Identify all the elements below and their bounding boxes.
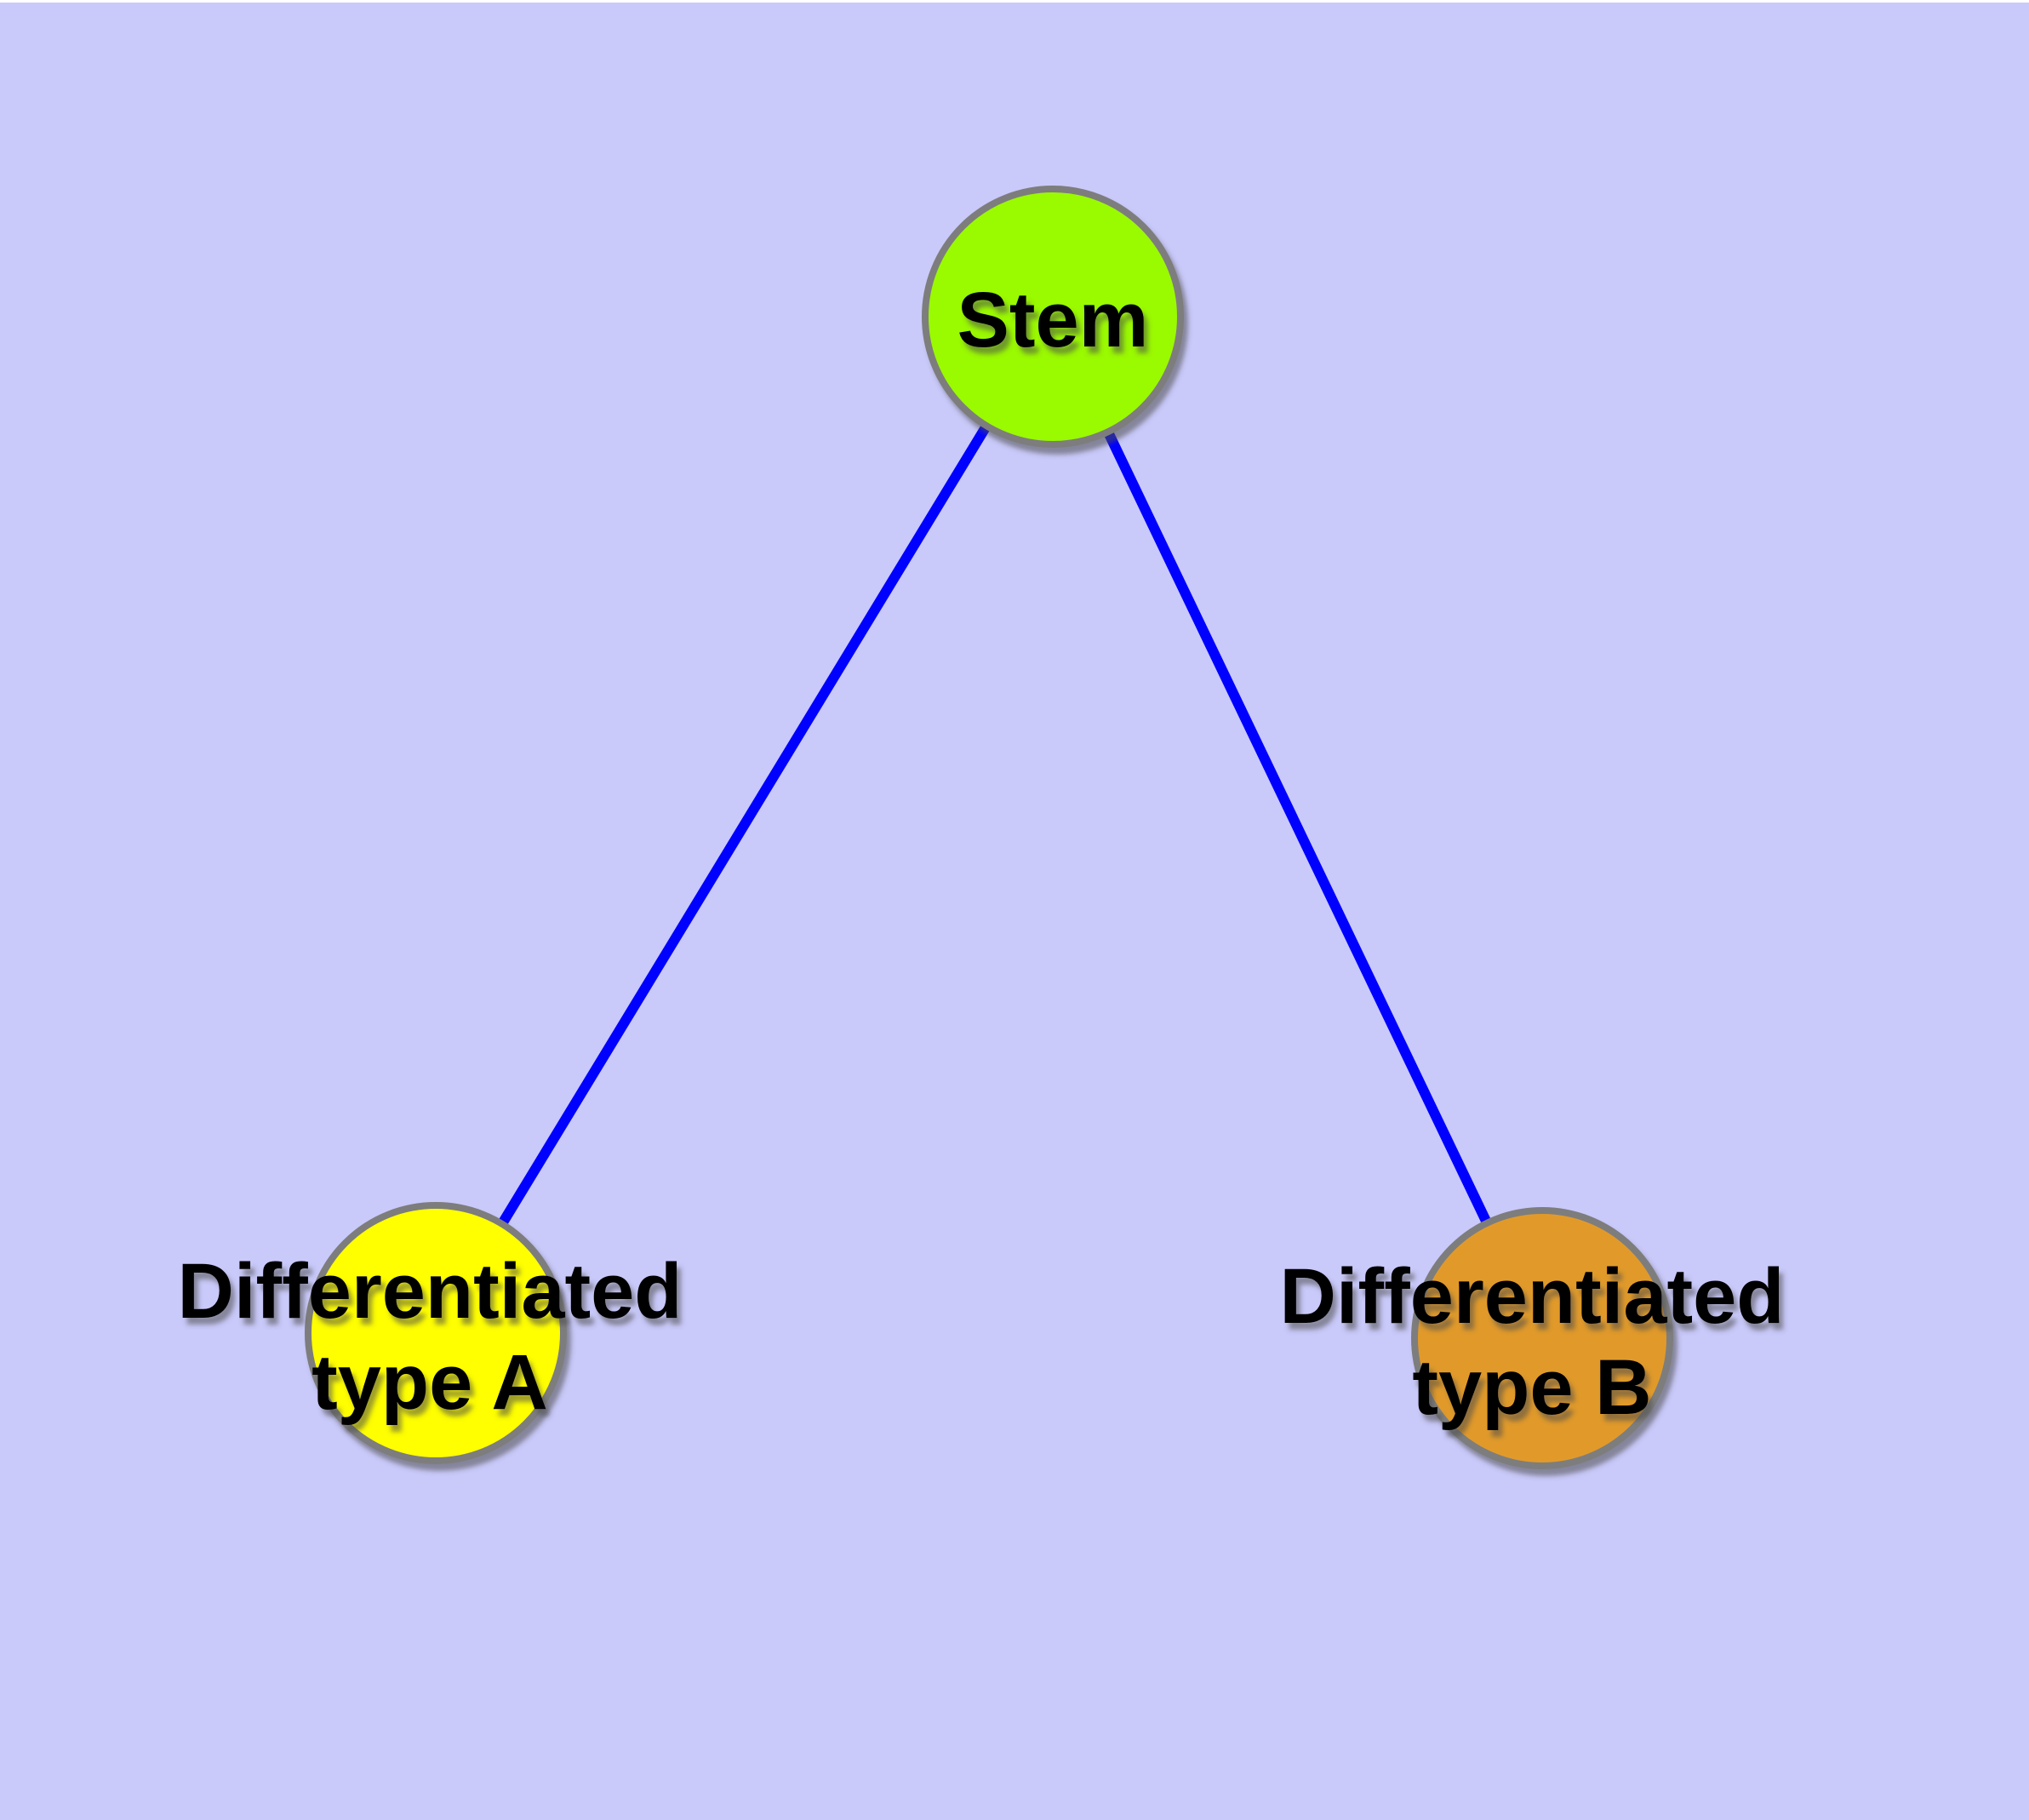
edge-stem-to-type-a xyxy=(431,313,1058,1336)
type-b-node-label: Differentiated type B xyxy=(1280,1253,1785,1431)
top-edge-strip xyxy=(0,0,2029,3)
type-a-label-line2: type A xyxy=(311,1339,548,1426)
edge-stem-to-type-b xyxy=(1048,314,1547,1341)
type-b-node xyxy=(1411,1207,1673,1469)
type-a-label-line1: Differentiated xyxy=(178,1248,683,1335)
type-a-node-label: Differentiated type A xyxy=(178,1248,683,1426)
type-a-node xyxy=(305,1202,567,1464)
type-b-label-line1: Differentiated xyxy=(1280,1253,1785,1340)
stem-node-label: Stem xyxy=(957,277,1149,363)
type-b-label-line2: type B xyxy=(1412,1344,1651,1431)
stem-node xyxy=(922,186,1184,448)
